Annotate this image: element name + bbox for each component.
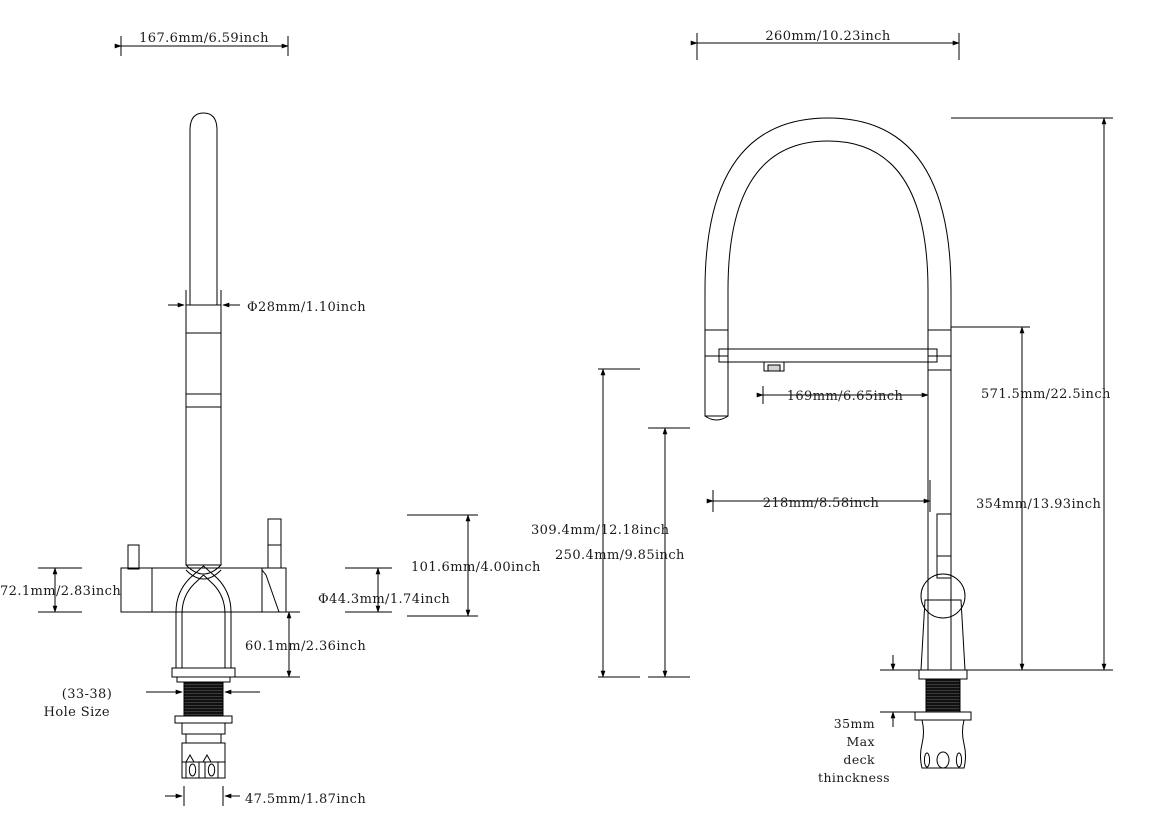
- label-left-hole-size-value: (33-38): [62, 687, 112, 702]
- left-handle-lever: [127, 544, 140, 570]
- label-left-outlet-diameter: Φ44.3mm/1.74inch: [318, 592, 450, 607]
- label-left-aerator-height: 101.6mm/4.00inch: [411, 560, 541, 575]
- right-handle-lever: [936, 513, 952, 579]
- label-right-deck-thickness-line2: Max: [846, 734, 875, 749]
- label-left-hole-size-caption: Hole Size: [44, 705, 110, 720]
- right-faucet-drawing: [704, 117, 972, 769]
- right-spring-arch: [704, 117, 952, 330]
- left-faucet-drawing: [120, 112, 287, 779]
- label-left-body-height: 72.1mm/2.83inch: [0, 584, 121, 599]
- left-body-block: [120, 567, 287, 613]
- label-right-deck-thickness-line1: 35mm: [834, 716, 875, 731]
- label-right-overall-width: 260mm/10.23inch: [765, 29, 890, 44]
- right-ball-joint: [920, 573, 966, 619]
- label-left-overall-width: 167.6mm/6.59inch: [139, 31, 269, 46]
- label-right-spray-head-height: 354mm/13.93inch: [976, 497, 1101, 512]
- left-mounting-assembly: [171, 667, 236, 779]
- label-left-base-width: 47.5mm/1.87inch: [245, 792, 366, 807]
- label-left-spout-diameter: Φ28mm/1.10inch: [247, 300, 366, 315]
- right-support-bar: [718, 348, 938, 372]
- left-spout-column: [185, 112, 222, 580]
- label-left-spout-reach-height: 60.1mm/2.36inch: [245, 639, 366, 654]
- right-dimensions: [598, 33, 1113, 727]
- left-neck-arch: [175, 565, 232, 669]
- label-right-spout-reach: 218mm/8.58inch: [763, 496, 880, 511]
- label-right-overall-height: 571.5mm/22.5inch: [981, 387, 1111, 402]
- right-base-body: [914, 599, 972, 769]
- label-right-secondary-height: 250.4mm/9.85inch: [555, 548, 685, 563]
- label-right-spring-inner-width: 169mm/6.65inch: [787, 389, 904, 404]
- label-right-spout-height: 309.4mm/12.18inch: [531, 523, 670, 538]
- label-right-deck-thickness-line3: deck: [843, 752, 875, 767]
- dimension-labels: 167.6mm/6.59inch Φ28mm/1.10inch 72.1mm/2…: [0, 29, 1111, 807]
- left-dimensions: [38, 36, 478, 806]
- right-spray-tube: [704, 329, 729, 421]
- right-riser-column: [927, 329, 952, 671]
- right-handle-lever: [261, 518, 282, 613]
- label-right-deck-thickness-line4: thinckness: [818, 770, 890, 785]
